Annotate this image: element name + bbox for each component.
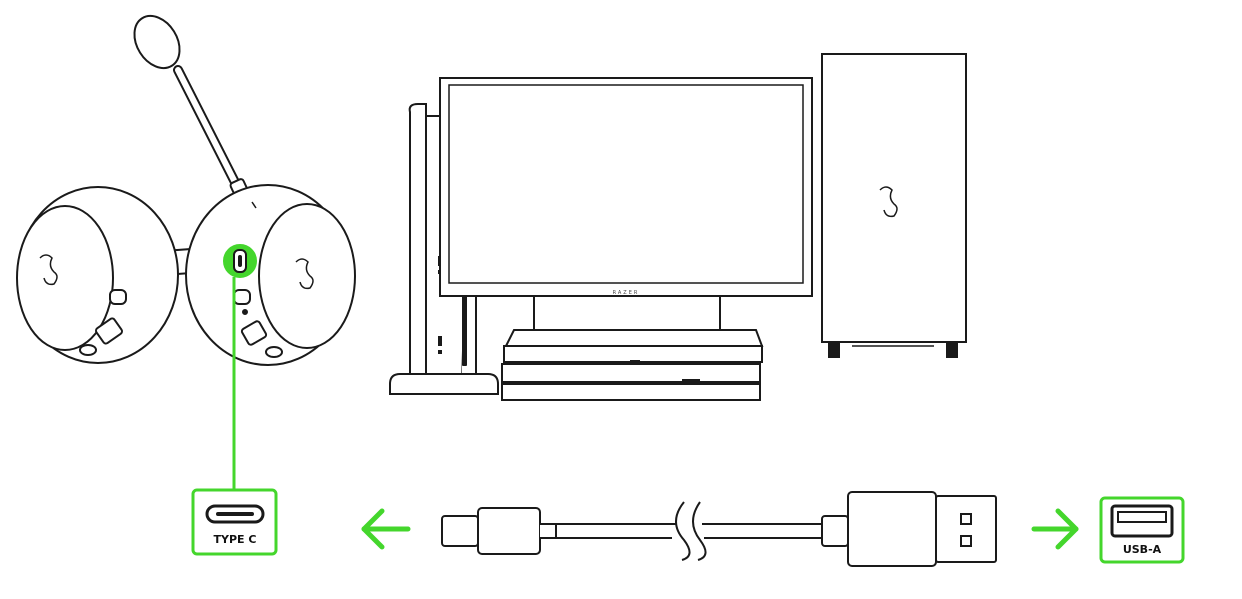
console-base-icon: [501, 329, 764, 401]
usb-cable-icon: [441, 491, 997, 567]
type-c-label-box: TYPE C: [191, 488, 278, 556]
headset-type-c-port: [223, 244, 257, 278]
right-ear-cup: [185, 184, 356, 366]
usb-a-port-icon: [1110, 504, 1174, 538]
usb-a-label-box: USB-A: [1099, 496, 1185, 564]
arrow-right-icon: [1031, 508, 1079, 550]
type-c-port-icon: [205, 504, 265, 524]
monitor-brand-label: RAZER: [613, 290, 640, 296]
monitor-icon: RAZER: [439, 77, 813, 333]
arrow-left-icon: [361, 508, 411, 550]
left-ear-cup: [16, 186, 179, 364]
type-c-label: TYPE C: [214, 533, 257, 546]
microphone-boom: [133, 14, 253, 206]
headset-icon: [16, 14, 356, 366]
usb-a-label: USB-A: [1123, 543, 1162, 556]
pc-tower-icon: [821, 53, 967, 358]
